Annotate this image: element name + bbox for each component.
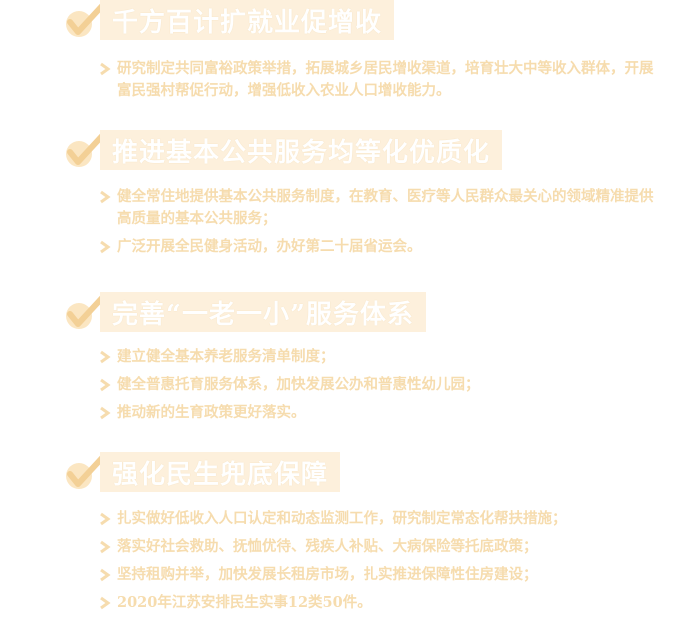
list-item: 研究制定共同富裕政策举措，拓展城乡居民增收渠道，培育壮大中等收入群体，开展富民强… xyxy=(0,58,674,102)
list-item-text: 研究制定共同富裕政策举措，拓展城乡居民增收渠道，培育壮大中等收入群体，开展富民强… xyxy=(117,60,654,99)
list-item: 健全常住地提供基本公共服务制度，在教育、医疗等人民群众最关心的领域精准提供高质量… xyxy=(0,186,674,230)
list-item-text: 广泛开展全民健身活动，办好第二十届省运会。 xyxy=(117,238,422,255)
list-item-text: 推动新的生育政策更好落实。 xyxy=(117,404,306,421)
arrow-right-icon xyxy=(100,596,111,610)
section-heading-row: 完善“一老一小”服务体系 xyxy=(0,292,674,336)
section-heading: 千方百计扩就业促增收 xyxy=(100,0,395,40)
arrow-right-icon xyxy=(100,62,111,76)
arrow-right-icon xyxy=(100,406,111,420)
section-public-services: 推进基本公共服务均等化优质化 健全常住地提供基本公共服务制度，在教育、医疗等人民… xyxy=(0,130,674,264)
section-elderly-children: 完善“一老一小”服务体系 建立健全基本养老服务清单制度； 健全普惠托育服务体系，… xyxy=(0,292,674,430)
arrow-right-icon xyxy=(100,540,111,554)
section-heading-row: 强化民生兜底保障 xyxy=(0,452,674,496)
list-item-text: 建立健全基本养老服务清单制度； xyxy=(117,348,335,365)
bullet-list: 扎实做好低收入人口认定和动态监测工作，研究制定常态化帮扶措施； 落实好社会救助、… xyxy=(0,508,674,614)
list-item: 扎实做好低收入人口认定和动态监测工作，研究制定常态化帮扶措施； xyxy=(0,508,674,530)
list-item-text: 扎实做好低收入人口认定和动态监测工作，研究制定常态化帮扶措施； xyxy=(117,510,567,527)
arrow-right-icon xyxy=(100,568,111,582)
list-item: 坚持租购并举，加快发展长租房市场，扎实推进保障性住房建设； xyxy=(0,564,674,586)
list-item: 2020年江苏安排民生实事12类50件。 xyxy=(0,592,674,614)
section-heading: 完善“一老一小”服务体系 xyxy=(100,292,426,332)
arrow-right-icon xyxy=(100,512,111,526)
list-item-text: 健全普惠托育服务体系，加快发展公办和普惠性幼儿园； xyxy=(117,376,480,393)
bullet-list: 研究制定共同富裕政策举措，拓展城乡居民增收渠道，培育壮大中等收入群体，开展富民强… xyxy=(0,58,674,102)
section-heading-row: 推进基本公共服务均等化优质化 xyxy=(0,130,674,174)
list-item-text: 2020年江苏安排民生实事12类50件。 xyxy=(117,594,372,611)
list-item-text: 坚持租购并举，加快发展长租房市场，扎实推进保障性住房建设； xyxy=(117,566,538,583)
arrow-right-icon xyxy=(100,190,111,204)
list-item: 推动新的生育政策更好落实。 xyxy=(0,402,674,424)
arrow-right-icon xyxy=(100,378,111,392)
list-item: 建立健全基本养老服务清单制度； xyxy=(0,346,674,368)
bullet-list: 健全常住地提供基本公共服务制度，在教育、医疗等人民群众最关心的领域精准提供高质量… xyxy=(0,186,674,258)
check-icon xyxy=(66,455,105,489)
section-employment-income: 千方百计扩就业促增收 研究制定共同富裕政策举措，拓展城乡居民增收渠道，培育壮大中… xyxy=(0,0,674,108)
list-item: 广泛开展全民健身活动，办好第二十届省运会。 xyxy=(0,236,674,258)
section-heading: 强化民生兜底保障 xyxy=(100,452,341,492)
arrow-right-icon xyxy=(100,350,111,364)
list-item: 落实好社会救助、抚恤优待、残疾人补贴、大病保险等托底政策； xyxy=(0,536,674,558)
list-item-text: 落实好社会救助、抚恤优待、残疾人补贴、大病保险等托底政策； xyxy=(117,538,538,555)
section-heading-row: 千方百计扩就业促增收 xyxy=(0,0,674,44)
arrow-right-icon xyxy=(100,240,111,254)
list-item-text: 健全常住地提供基本公共服务制度，在教育、医疗等人民群众最关心的领域精准提供高质量… xyxy=(117,188,654,227)
check-icon xyxy=(66,3,105,37)
section-heading: 推进基本公共服务均等化优质化 xyxy=(100,130,503,170)
bullet-list: 建立健全基本养老服务清单制度； 健全普惠托育服务体系，加快发展公办和普惠性幼儿园… xyxy=(0,346,674,424)
section-social-safety-net: 强化民生兜底保障 扎实做好低收入人口认定和动态监测工作，研究制定常态化帮扶措施；… xyxy=(0,452,674,620)
list-item: 健全普惠托育服务体系，加快发展公办和普惠性幼儿园； xyxy=(0,374,674,396)
check-icon xyxy=(66,295,105,329)
check-icon xyxy=(66,133,105,167)
